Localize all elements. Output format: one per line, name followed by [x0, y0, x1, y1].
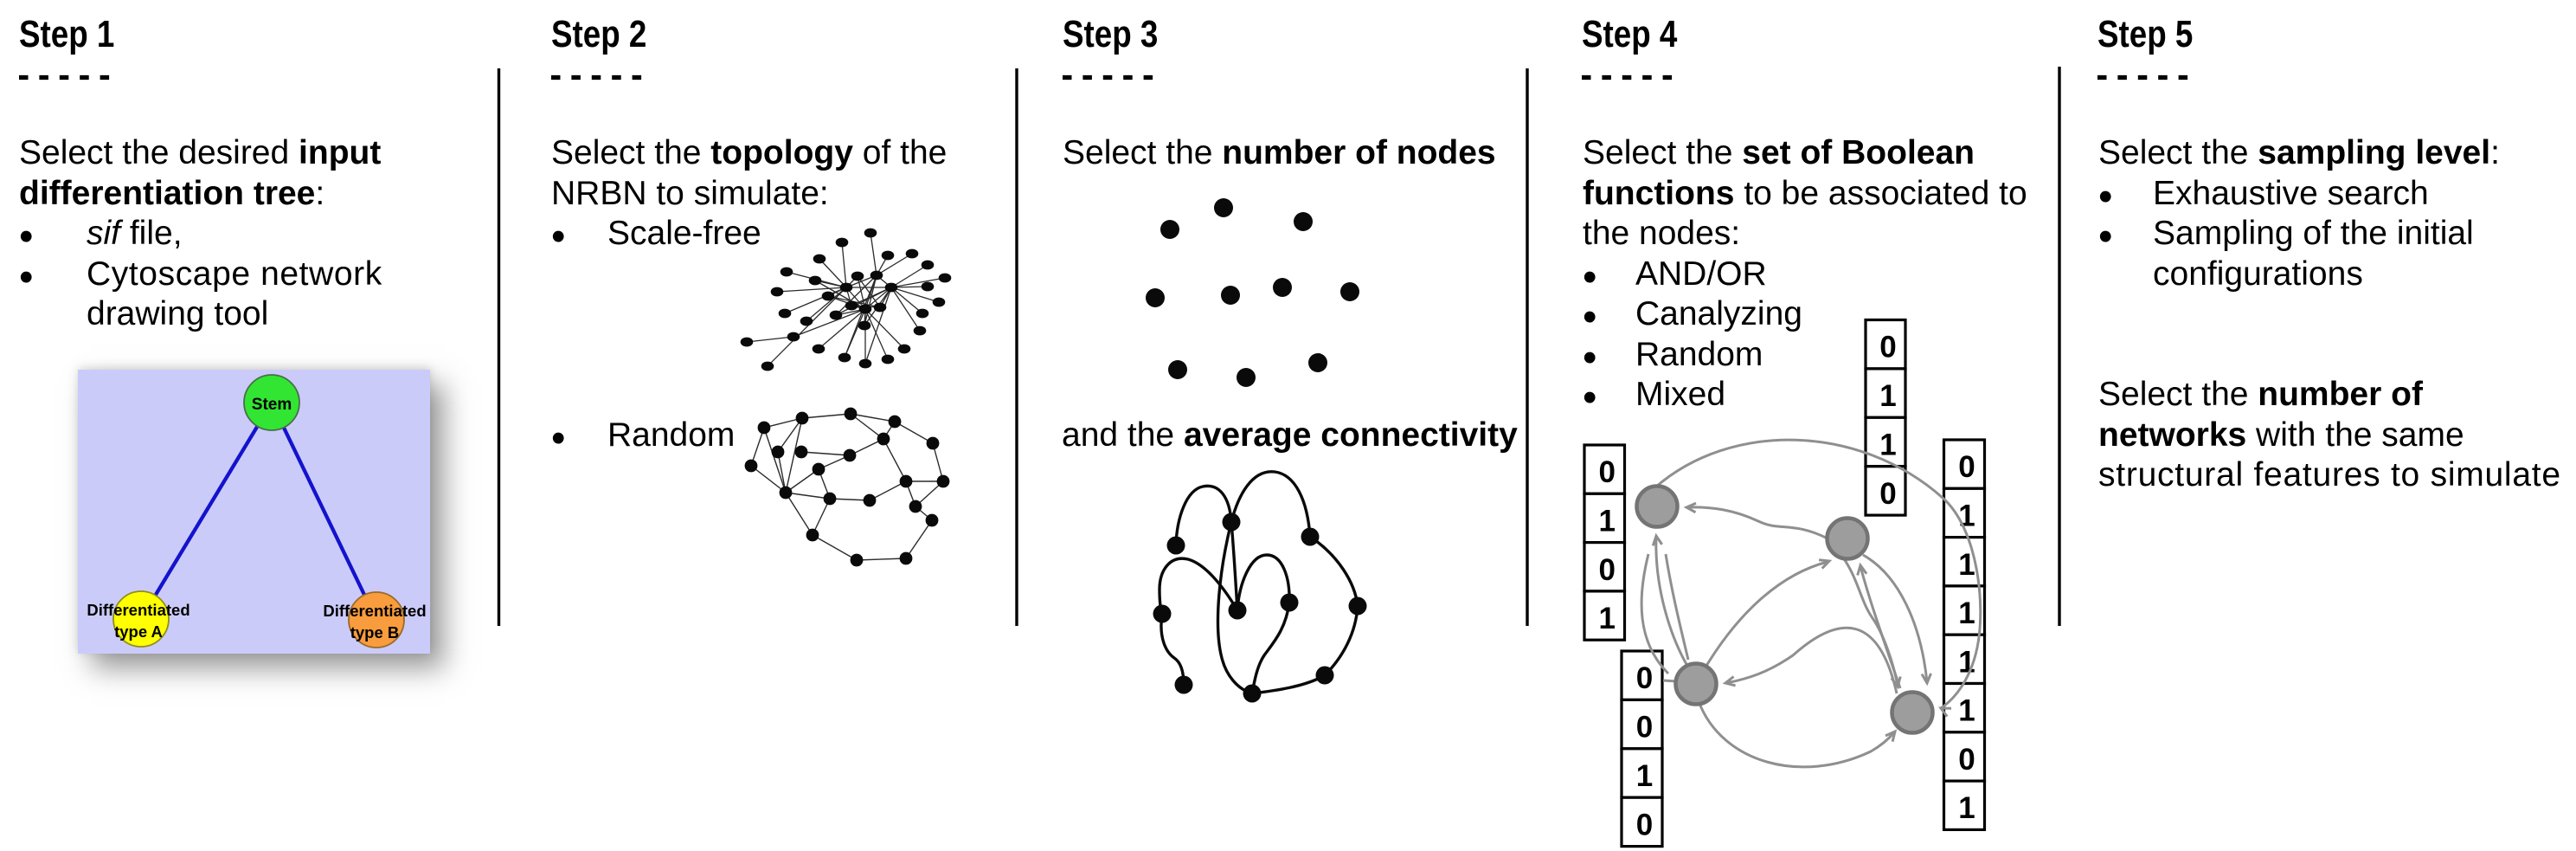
- svg-text:1: 1: [1598, 602, 1615, 635]
- svg-text:type B: type B: [350, 623, 400, 641]
- svg-text:1: 1: [1879, 379, 1896, 413]
- svg-text:0: 0: [1598, 553, 1615, 587]
- svg-text:0: 0: [1636, 661, 1653, 695]
- svg-text:type A: type A: [114, 622, 163, 641]
- svg-text:0: 0: [1636, 808, 1653, 841]
- svg-text:1: 1: [1958, 694, 1975, 728]
- svg-text:0: 0: [1598, 455, 1615, 489]
- svg-text:0: 0: [1879, 331, 1896, 364]
- svg-text:0: 0: [1958, 743, 1975, 777]
- svg-text:1: 1: [1958, 596, 1975, 630]
- svg-text:1: 1: [1958, 548, 1975, 582]
- svg-text:1: 1: [1636, 759, 1653, 793]
- svg-text:0: 0: [1879, 477, 1896, 511]
- svg-text:1: 1: [1879, 429, 1896, 462]
- svg-text:1: 1: [1598, 504, 1615, 538]
- svg-text:Differentiated: Differentiated: [323, 602, 426, 620]
- svg-text:Differentiated: Differentiated: [87, 601, 190, 619]
- svg-text:1: 1: [1958, 499, 1975, 532]
- svg-text:1: 1: [1958, 791, 1975, 825]
- svg-text:0: 0: [1958, 450, 1975, 484]
- svg-text:0: 0: [1636, 711, 1653, 745]
- svg-text:Stem: Stem: [252, 396, 292, 414]
